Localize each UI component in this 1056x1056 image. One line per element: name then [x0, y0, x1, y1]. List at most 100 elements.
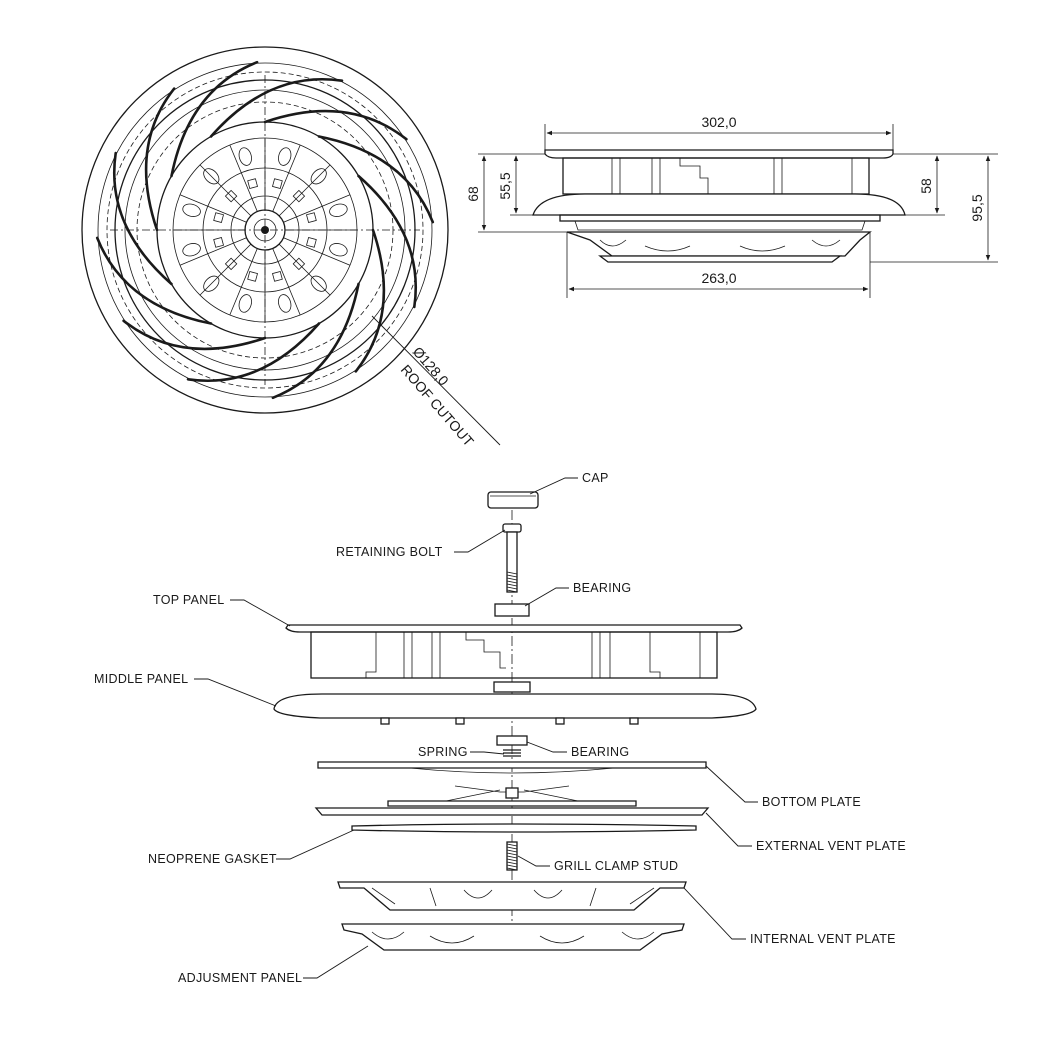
- top-panel-hub-step: [465, 632, 506, 669]
- spoke: [229, 248, 258, 316]
- internal-vent-plate-leader: [683, 887, 746, 940]
- dim-width-top: 302,0: [701, 114, 736, 130]
- adjustment-panel-leader: [303, 945, 369, 979]
- label-cap: CAP: [582, 471, 609, 485]
- top-view: Ø128,0 ROOF CUTOUT: [81, 46, 501, 450]
- spoke: [229, 144, 258, 212]
- external-vent-plate: [314, 807, 710, 816]
- panel-tab: [629, 717, 639, 725]
- external-vent-plate-leader: [705, 812, 752, 847]
- grill-clamp-stud-leader: [517, 855, 550, 867]
- top-panel-leader: [230, 599, 291, 627]
- turbine-blade: [186, 322, 321, 383]
- turbine-blade: [317, 135, 435, 224]
- neoprene-gasket-leader: [276, 829, 355, 860]
- side-top-cap: [544, 149, 894, 159]
- spoke: [272, 144, 301, 212]
- turbine-blade: [354, 228, 386, 373]
- spring-leader: [470, 751, 505, 755]
- internal-vent-plate: [337, 881, 687, 911]
- side-internal-plate: [566, 231, 872, 257]
- vane-cell: [310, 275, 327, 292]
- label-bearing-bottom: BEARING: [571, 745, 629, 759]
- bearing-bottom: [496, 735, 528, 746]
- internal-vent-louvres: [371, 887, 655, 907]
- external-vent-hub: [505, 787, 519, 799]
- label-middle-panel: MIDDLE PANEL: [94, 672, 188, 686]
- spoke: [283, 237, 351, 266]
- middle-panel-boss: [493, 681, 531, 693]
- spoke: [278, 243, 331, 296]
- retaining-bolt-shank: [506, 531, 518, 593]
- cutout-leader: [371, 315, 501, 446]
- spoke: [179, 237, 247, 266]
- label-internal-vent-plate: INTERNAL VENT PLATE: [750, 932, 896, 946]
- turbine-blades: [95, 60, 435, 400]
- side-bottom-plate: [559, 214, 881, 222]
- top-panel-cage: [310, 631, 718, 679]
- label-spring: SPRING: [418, 745, 468, 759]
- turbine-blade: [170, 60, 259, 178]
- cutout-dashed-ring: [106, 71, 424, 389]
- thread-line: [506, 577, 518, 581]
- flange-inner-ring: [97, 62, 433, 398]
- cap-leader: [529, 477, 578, 495]
- panel-tab: [380, 717, 390, 725]
- bottom-plate-leader: [705, 765, 758, 803]
- side-view: 302,0 263,0 68 55,5 58 95,5: [465, 114, 998, 298]
- middle-panel-leader: [194, 678, 277, 707]
- thread-line: [506, 864, 518, 868]
- vane-cell: [182, 243, 201, 257]
- turbine-blade: [271, 282, 360, 400]
- thread-line: [506, 843, 518, 847]
- thread-line: [506, 586, 518, 590]
- side-adjustment-panel: [598, 255, 842, 263]
- vane-slot: [213, 237, 224, 248]
- middle-panel: [273, 693, 757, 719]
- vane-slot: [224, 257, 238, 271]
- side-cage: [562, 157, 870, 195]
- panel-tab: [555, 717, 565, 725]
- top-panel-bars: [365, 632, 701, 678]
- vane-cell: [278, 294, 292, 313]
- vane-cell: [329, 203, 348, 217]
- outer-flange-ring: [81, 46, 449, 414]
- panel-tab: [455, 717, 465, 725]
- dim-height-68: 68: [465, 186, 481, 202]
- vane-cell: [203, 168, 220, 185]
- middle-panel-tabs: [380, 717, 639, 725]
- turbine-blade: [112, 151, 173, 286]
- label-bottom-plate: BOTTOM PLATE: [762, 795, 861, 809]
- turbine-blade: [263, 109, 408, 141]
- vent-vanes: [182, 147, 348, 313]
- cap: [487, 491, 539, 509]
- spoke: [283, 194, 351, 223]
- thread-line: [506, 574, 518, 578]
- vane-slot: [224, 189, 238, 203]
- dim-height-95: 95,5: [969, 194, 985, 221]
- label-adjustment-panel: ADJUSMENT PANEL: [178, 971, 302, 985]
- hub-spokes: [173, 138, 357, 322]
- vane-cell: [329, 243, 348, 257]
- thread-line: [506, 855, 518, 859]
- thread-line: [506, 580, 518, 584]
- thread-line: [506, 867, 518, 871]
- turbine-blade: [144, 87, 176, 232]
- side-middle-dome: [532, 193, 906, 216]
- vane-cell: [278, 147, 292, 166]
- external-vent-plate-top: [387, 800, 637, 807]
- stud-thread: [506, 843, 518, 871]
- bolt-thread: [506, 571, 518, 593]
- bottom-plate-contour: [409, 767, 615, 774]
- vane-cell: [238, 147, 252, 166]
- bearing-top-leader: [524, 587, 569, 607]
- vane-cell: [182, 203, 201, 217]
- neoprene-gasket: [351, 823, 697, 833]
- adjustment-panel: [341, 923, 685, 951]
- label-neoprene-gasket: NEOPRENE GASKET: [148, 852, 277, 866]
- spoke: [179, 194, 247, 223]
- top-panel-lid: [285, 624, 743, 633]
- thread-line: [506, 583, 518, 587]
- thread-line: [506, 849, 518, 853]
